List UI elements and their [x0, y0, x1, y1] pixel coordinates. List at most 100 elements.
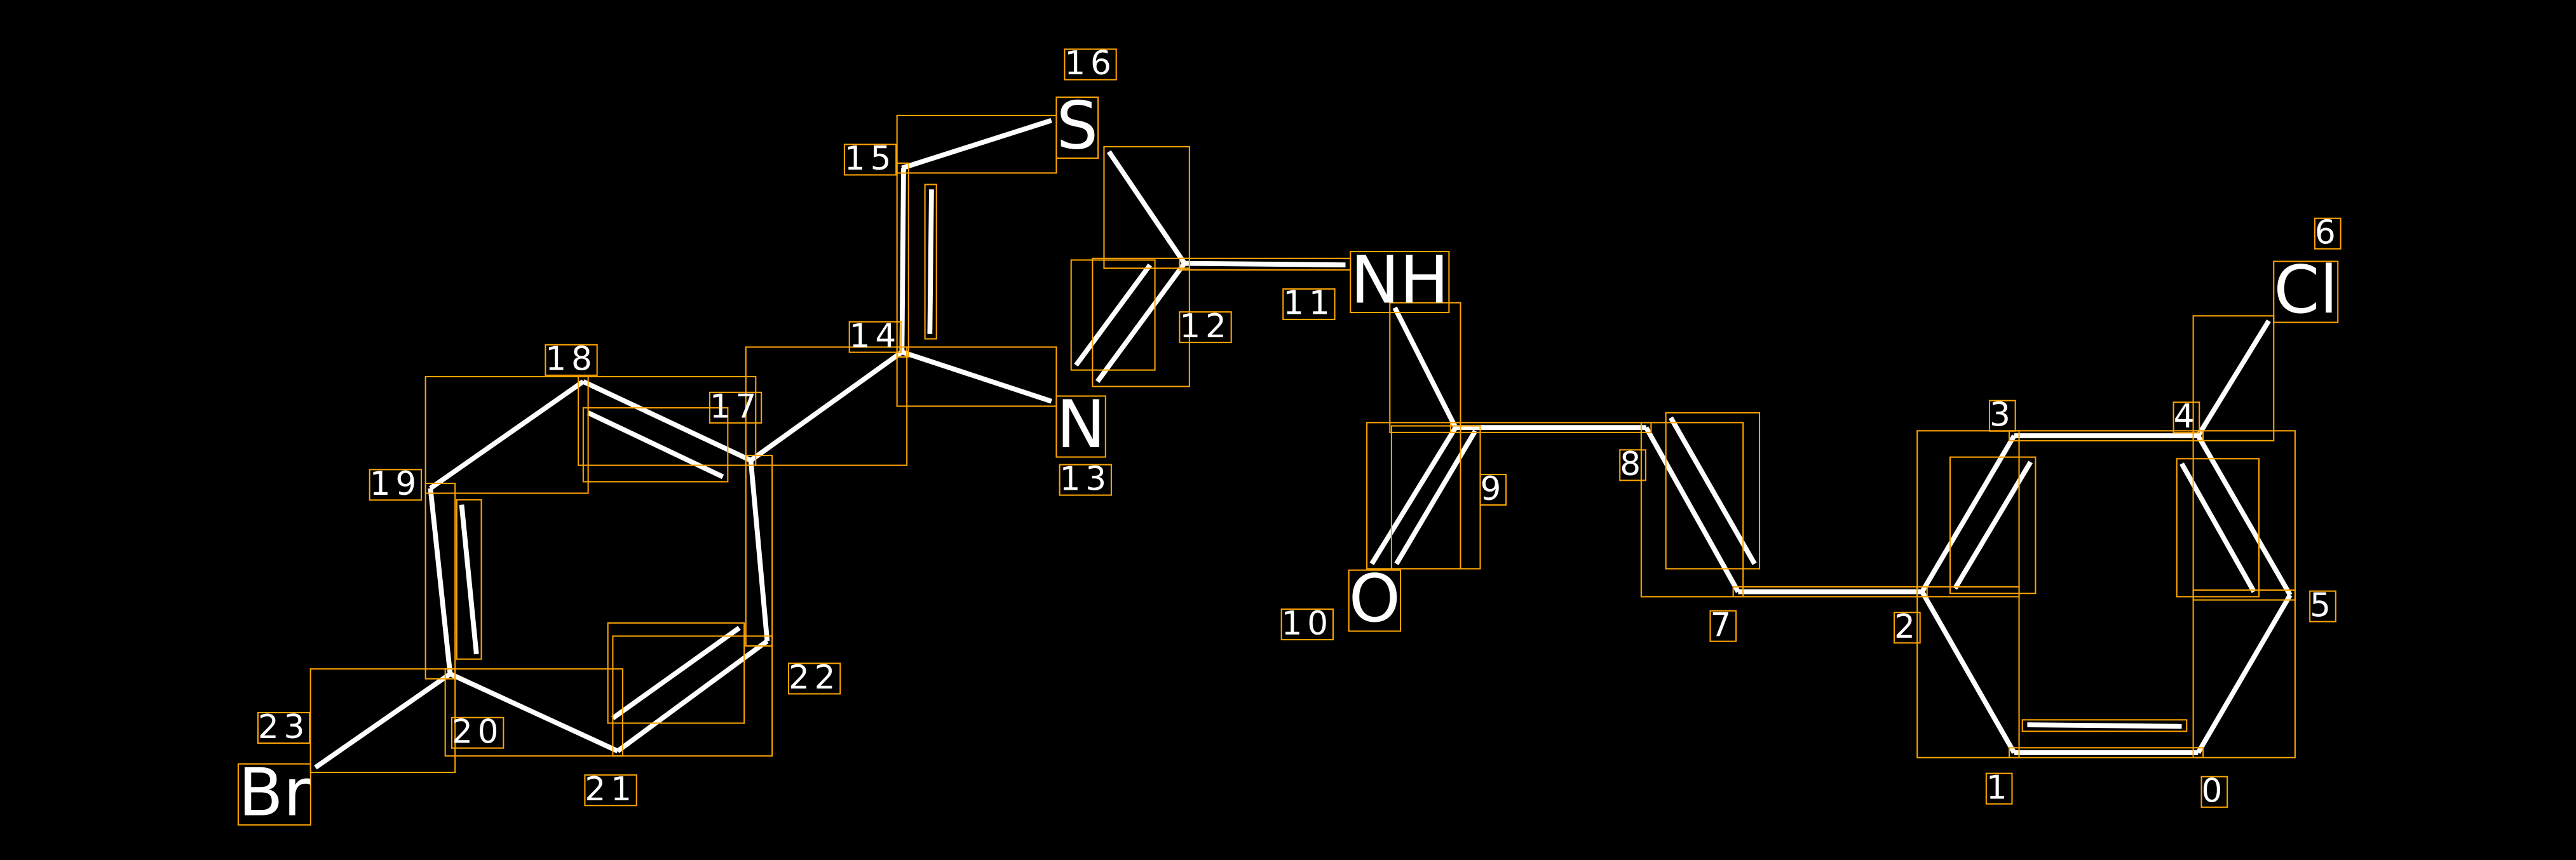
- bond-line: [582, 379, 752, 463]
- atom-index: 18: [545, 340, 597, 379]
- bond-line: [1392, 306, 1458, 429]
- label-bounding-box: [1055, 96, 1099, 159]
- label-bounding-box: [2309, 590, 2336, 622]
- label-bounding-box: [1059, 464, 1112, 496]
- label-bounding-box: [1064, 48, 1117, 81]
- atom-index: 2: [1894, 608, 1920, 646]
- atom-index: 13: [1060, 460, 1111, 498]
- label-bounding-box: [1988, 400, 2016, 432]
- bond-line: [1920, 434, 2017, 593]
- bond-bounding-box: [309, 668, 456, 774]
- bond-bounding-box: [896, 346, 1057, 407]
- atom-index: 17: [710, 388, 761, 426]
- bond-bounding-box: [2192, 589, 2296, 758]
- label-bounding-box: [257, 711, 311, 744]
- atom-n: N: [1056, 387, 1105, 463]
- labels: Cl O NH N S Br 0 1 2 3 4 5 6 7 8 9 10 11…: [238, 44, 2338, 831]
- bond-bounding-box: [2192, 315, 2275, 441]
- bond-bounding-box: [582, 407, 729, 483]
- atom-index: 3: [1990, 396, 2016, 434]
- atom-index: 12: [1179, 307, 1231, 346]
- bond-bounding-box: [1449, 422, 1652, 433]
- atom-index: 11: [1283, 285, 1334, 323]
- bonds: [314, 118, 2293, 770]
- bond-line: [927, 189, 934, 334]
- bond-line: [1394, 429, 1478, 565]
- bond-bounding-box: [424, 375, 589, 494]
- atom-index: 16: [1064, 44, 1116, 83]
- bond-line: [1184, 260, 1346, 268]
- bond-bounding-box: [456, 499, 482, 660]
- atom-o: O: [1349, 561, 1400, 637]
- bond-bounding-box: [1640, 422, 1744, 598]
- bond-line: [2195, 593, 2293, 754]
- label-bounding-box: [545, 344, 598, 376]
- label-bounding-box: [708, 391, 763, 424]
- bond-bounding-box: [612, 635, 773, 757]
- bond-line: [449, 671, 619, 753]
- label-bounding-box: [2273, 260, 2339, 323]
- bond-bounding-box: [1732, 586, 1928, 598]
- bond-line: [1644, 426, 1740, 593]
- label-bounding-box: [787, 662, 841, 695]
- bond-line: [1920, 590, 2017, 754]
- atom-index: 22: [789, 659, 840, 697]
- bond-line: [1106, 150, 1187, 265]
- label-bounding-box: [2200, 776, 2228, 808]
- label-bounding-box: [1282, 288, 1336, 320]
- atom-index: 20: [452, 713, 503, 751]
- bond-bounding-box: [2008, 747, 2204, 758]
- atom-index: 21: [585, 770, 636, 809]
- atom-index: 7: [1710, 606, 1736, 644]
- bond-bounding-box: [444, 668, 623, 757]
- atom-s: S: [1056, 88, 1098, 165]
- bond-line: [901, 118, 1052, 171]
- atom-index: 19: [370, 465, 421, 503]
- bond-line: [1369, 426, 1458, 565]
- atom-index: 5: [2310, 586, 2336, 624]
- atom-br: Br: [238, 755, 311, 831]
- label-bounding-box: [1894, 612, 1921, 644]
- bond-bounding-box: [745, 455, 773, 647]
- bond-line: [429, 379, 585, 490]
- label-bounding-box: [1619, 449, 1646, 481]
- bond-bounding-box: [1665, 412, 1761, 570]
- atom-index: 0: [2202, 772, 2228, 810]
- bond-line: [586, 410, 724, 480]
- label-bounding-box: [1179, 311, 1232, 344]
- bond-bounding-box: [1916, 430, 2020, 598]
- bond-bounding-box: [578, 375, 757, 466]
- label-bounding-box: [2314, 217, 2342, 250]
- atom-nh: NH: [1350, 243, 1449, 319]
- atom-index: 14: [850, 317, 901, 355]
- label-bounding-box: [1479, 474, 1507, 506]
- bond-line: [1953, 460, 2033, 590]
- bond-line: [459, 504, 479, 655]
- label-bounding-box: [369, 469, 423, 501]
- atom-index: 4: [2174, 398, 2200, 436]
- bond-bounding-box: [745, 346, 908, 466]
- label-bounding-box: [1348, 569, 1402, 632]
- bond-line: [428, 488, 453, 675]
- bond-line: [2027, 722, 2182, 729]
- bond-line: [616, 639, 769, 753]
- label-bounding-box: [584, 774, 637, 807]
- bond-bounding-box: [1070, 259, 1156, 371]
- bond-bounding-box: [2008, 430, 2204, 441]
- bond-bounding-box: [2176, 458, 2260, 598]
- label-bounding-box: [237, 763, 311, 826]
- bond-line: [1095, 262, 1187, 384]
- bond-bounding-box: [1092, 257, 1190, 387]
- atom-index: 1: [1986, 769, 2012, 807]
- bond-line: [611, 626, 741, 720]
- label-bounding-box: [848, 321, 902, 353]
- bond-line: [1074, 263, 1152, 367]
- bond-line: [2179, 462, 2256, 593]
- label-bounding-box: [1055, 395, 1106, 458]
- atom-index: 9: [1480, 470, 1506, 508]
- atom-index: 8: [1620, 445, 1646, 483]
- label-bounding-box: [2173, 401, 2200, 434]
- bond-line: [2196, 319, 2271, 438]
- atom-cl: Cl: [2274, 252, 2338, 328]
